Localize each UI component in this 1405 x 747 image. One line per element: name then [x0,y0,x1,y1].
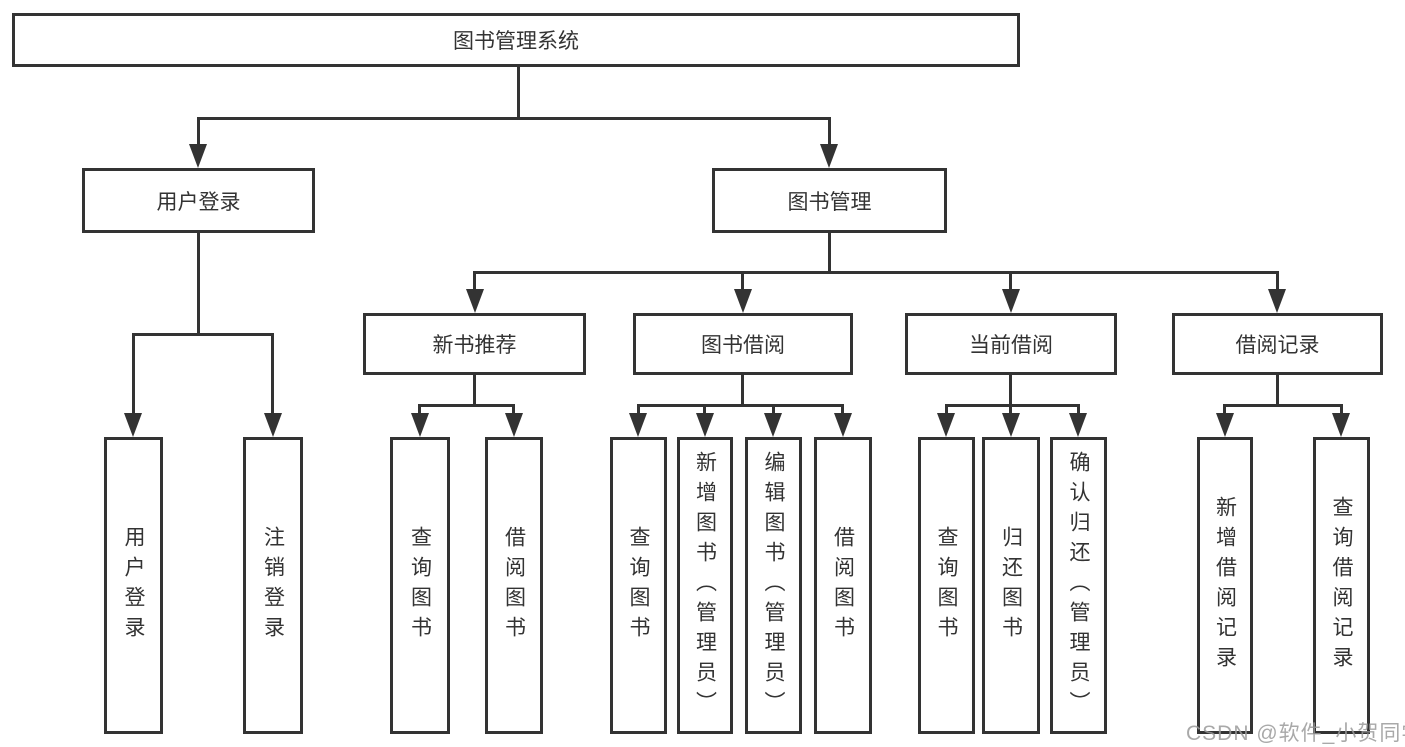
connector-line [1009,404,1012,415]
leaf-logout: 注销登录 [243,437,303,734]
connector-line [828,117,831,146]
connector-line [473,271,1278,274]
node-borrow-records: 借阅记录 [1172,313,1383,375]
leaf-add-borrow-record: 新增借阅记录 [1197,437,1253,734]
leaf-borrow-books-recommend: 借阅图书 [485,437,543,734]
arrow-down-icon [937,413,955,437]
leaf-user-login: 用户登录 [104,437,163,734]
leaf-query-books-recommend: 查询图书 [390,437,450,734]
arrow-down-icon [764,413,782,437]
connector-line [1340,404,1343,415]
leaf-add-books-admin: 新增图书（管理员） [677,437,733,734]
leaf-edit-books-admin: 编辑图书（管理员） [745,437,802,734]
connector-line [637,404,640,415]
arrow-down-icon [1002,289,1020,313]
connector-line [841,404,844,415]
node-library-system: 图书管理系统 [12,13,1020,67]
connector-line [197,117,831,120]
connector-line [132,333,135,415]
arrow-down-icon [734,289,752,313]
connector-line [197,233,200,335]
connector-line [473,271,476,291]
connector-line [741,375,744,407]
connector-line [1223,404,1226,415]
leaf-query-books-current: 查询图书 [918,437,975,734]
csdn-watermark: CSDN @软件_小贺同学 [1186,722,1405,745]
connector-line [1009,375,1012,407]
leaf-query-borrow-record: 查询借阅记录 [1313,437,1370,734]
leaf-borrow-books: 借阅图书 [814,437,872,734]
connector-line [512,404,515,415]
arrow-down-icon [124,413,142,437]
connector-line [197,117,200,146]
node-user-login: 用户登录 [82,168,315,233]
connector-line [1077,404,1080,415]
connector-line [828,233,831,273]
connector-line [1223,404,1343,407]
connector-line [703,404,706,415]
node-current-borrowing: 当前借阅 [905,313,1117,375]
arrow-down-icon [629,413,647,437]
node-book-borrowing: 图书借阅 [633,313,853,375]
connector-line [473,375,476,407]
leaf-return-books: 归还图书 [982,437,1040,734]
arrow-down-icon [696,413,714,437]
arrow-down-icon [466,289,484,313]
connector-line [637,404,844,407]
arrow-down-icon [1332,413,1350,437]
connector-line [271,333,274,415]
connector-line [418,404,421,415]
connector-line [418,404,515,407]
leaf-confirm-return-admin: 确认归还（管理员） [1050,437,1107,734]
connector-line [1276,375,1279,407]
node-new-book-recommend: 新书推荐 [363,313,586,375]
connector-line [772,404,775,415]
connector-line [1276,271,1279,291]
node-book-management: 图书管理 [712,168,947,233]
connector-line [517,67,520,119]
arrow-down-icon [834,413,852,437]
arrow-down-icon [820,144,838,168]
connector-line [132,333,274,336]
leaf-query-books-borrowing: 查询图书 [610,437,667,734]
arrow-down-icon [264,413,282,437]
arrow-down-icon [1002,413,1020,437]
connector-line [945,404,948,415]
arrow-down-icon [1216,413,1234,437]
arrow-down-icon [1268,289,1286,313]
connector-line [741,271,744,291]
connector-line [1009,271,1012,291]
arrow-down-icon [1069,413,1087,437]
arrow-down-icon [411,413,429,437]
connector-line [945,404,1080,407]
arrow-down-icon [189,144,207,168]
arrow-down-icon [505,413,523,437]
